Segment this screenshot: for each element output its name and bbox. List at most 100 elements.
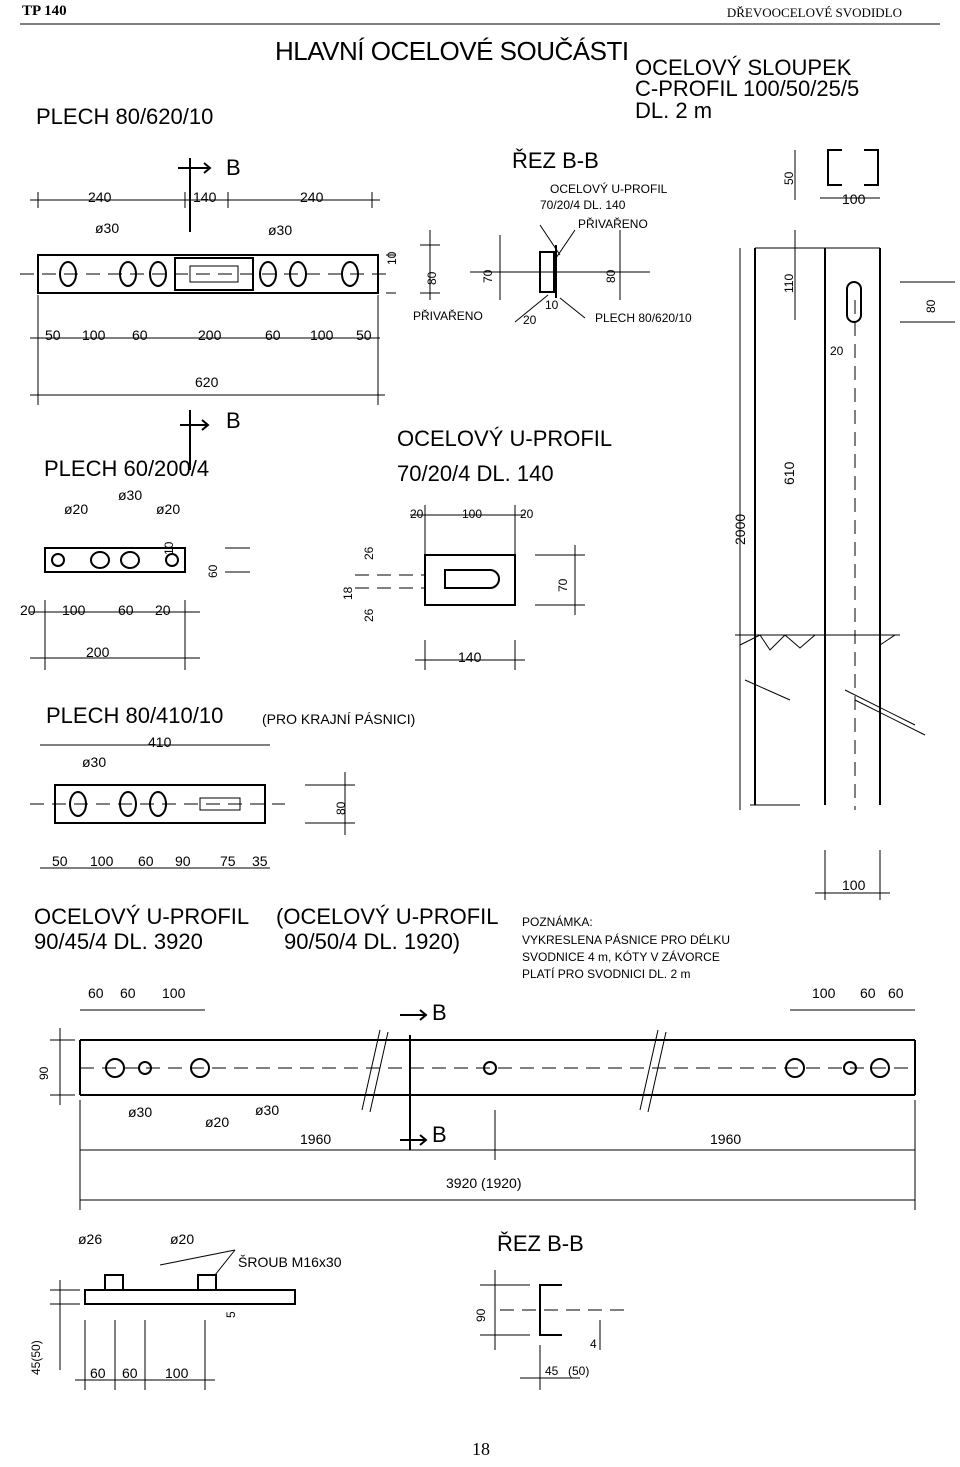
u-profil-90-half: 1960: [300, 1131, 332, 1147]
post-drawing: [735, 149, 955, 900]
u-profil-90-alt-1: (OCELOVÝ U-PROFIL: [276, 904, 499, 929]
main-title: HLAVNÍ OCELOVÉ SOUČÁSTI: [275, 36, 629, 66]
u-profil-90-title-1: OCELOVÝ U-PROFIL: [34, 904, 250, 929]
u-profil-90-dim: 60: [120, 985, 136, 1001]
section-welded: PŘIVAŘENO: [578, 217, 648, 231]
post-dim: 80: [924, 299, 938, 313]
post-title-1: OCELOVÝ SLOUPEK: [635, 55, 852, 80]
post-title-3: DL. 2 m: [635, 98, 713, 123]
u-profil-70-dim: 20: [410, 507, 424, 521]
section-note: 70/20/4 DL. 140: [540, 198, 626, 212]
plate-200-title: PLECH 60/200/4: [44, 456, 210, 481]
plate-620-side: 80: [425, 271, 439, 285]
section-bb-bottom-title: ŘEZ B-B: [497, 1231, 584, 1256]
section-mark: B: [226, 408, 241, 433]
plate-620-dim: 140: [193, 189, 217, 205]
post-dim: 50: [782, 171, 796, 185]
plate-410-dim: 100: [90, 853, 114, 869]
plate-620-dim: 100: [82, 327, 106, 343]
section-bb-bottom-dim: 45: [545, 1364, 559, 1378]
u-profil-90-dim: 60: [860, 985, 876, 1001]
plate-200-side: 60: [206, 564, 220, 578]
post-dim: 100: [842, 191, 866, 207]
note-line: PLATÍ PRO SVODNICI DL. 2 m: [522, 967, 691, 981]
plate-410-side: 80: [334, 801, 348, 815]
plate-410-drawing: [30, 744, 355, 869]
section-bb-bottom-drawing: [480, 1270, 630, 1390]
note-title: POZNÁMKA:: [522, 915, 593, 929]
section-plate-ref: PLECH 80/620/10: [595, 311, 692, 325]
u-profil-90-drawing: [50, 1009, 916, 1210]
post-dim: 100: [842, 877, 866, 893]
plate-410-dim: 75: [220, 853, 236, 869]
plate-410-subtitle: (PRO KRAJNÍ PÁSNICI): [262, 711, 416, 727]
hole-label: ø20: [170, 1231, 195, 1247]
u-profil-70-dim: 18: [341, 586, 355, 600]
u-profil-70-dim: 20: [520, 507, 534, 521]
plate-200-dim: 100: [62, 602, 86, 618]
plate-200-dim: 20: [20, 602, 36, 618]
hole-label: ø26: [78, 1231, 103, 1247]
plate-410-dim: 35: [252, 853, 268, 869]
u-profil-90-alt-2: 90/50/4 DL. 1920): [284, 929, 461, 954]
plate-410-dim: 60: [138, 853, 154, 869]
section-note: OCELOVÝ U-PROFIL: [550, 182, 668, 196]
u-profil-70-dim: 70: [556, 578, 570, 592]
bolt-detail-drawing: [50, 1249, 296, 1390]
plate-410-dim: 90: [175, 853, 191, 869]
plate-620-dim: 240: [88, 189, 112, 205]
plate-200-drawing: [30, 410, 250, 670]
u-profil-70-dim: 100: [462, 507, 483, 521]
plate-200-dim: 60: [118, 602, 134, 618]
section-bb-top-drawing: [420, 224, 650, 323]
u-profil-90-half: 1960: [710, 1131, 742, 1147]
plate-200-side: 10: [162, 541, 176, 555]
u-profil-70-drawing: [355, 505, 585, 670]
section-dim: 10: [545, 298, 559, 312]
hole-label: ø30: [268, 222, 293, 238]
section-dim: 70: [481, 269, 495, 283]
bolt-dim: 100: [165, 1365, 189, 1381]
section-bb-top-title: ŘEZ B-B: [512, 148, 599, 173]
hole-label: ø30: [255, 1102, 280, 1118]
section-dim: 80: [604, 269, 618, 283]
post-dim: 2000: [732, 513, 748, 545]
doc-code: TP 140: [22, 3, 67, 19]
bolt-dim: 5: [224, 1311, 238, 1318]
u-profil-70-title-2: 70/20/4 DL. 140: [397, 461, 554, 486]
u-profil-90-dim: 60: [888, 985, 904, 1001]
section-bb-bottom-dim: 4: [590, 1337, 597, 1351]
plate-620-side: 10: [385, 251, 399, 265]
bolt-dim: 60: [90, 1365, 106, 1381]
hole-label: ø20: [205, 1114, 230, 1130]
plate-620-drawing: [20, 158, 396, 405]
bolt-dim: 45(50): [29, 1340, 43, 1375]
plate-200-total: 200: [86, 644, 110, 660]
plate-200-dim: 20: [155, 602, 171, 618]
plate-620-dim: 60: [265, 327, 281, 343]
u-profil-90-dim: 100: [162, 985, 186, 1001]
u-profil-90-side: 90: [37, 1066, 51, 1080]
plate-620-total: 620: [195, 374, 219, 390]
plate-620-dim: 50: [356, 327, 372, 343]
u-profil-70-title-1: OCELOVÝ U-PROFIL: [397, 426, 613, 451]
note-line: SVODNICE 4 m, KÓTY V ZÁVORCE: [522, 950, 720, 964]
section-welded-left: PŘIVAŘENO: [413, 309, 483, 323]
plate-620-title: PLECH 80/620/10: [36, 104, 214, 129]
u-profil-90-title-2: 90/45/4 DL. 3920: [34, 929, 203, 954]
hole-label: ø30: [82, 754, 107, 770]
u-profil-70-dim: 26: [362, 608, 376, 622]
plate-620-dim: 60: [132, 327, 148, 343]
section-mark: B: [432, 1000, 447, 1025]
plate-620-dim: 100: [310, 327, 334, 343]
plate-410-total: 410: [148, 734, 172, 750]
plate-410-title: PLECH 80/410/10: [46, 703, 224, 728]
post-dim: 110: [782, 273, 796, 293]
hole-label: ø30: [118, 487, 143, 503]
bolt-label: ŠROUB M16x30: [238, 1254, 342, 1270]
hole-label: ø20: [64, 501, 89, 517]
plate-620-dim: 50: [45, 327, 61, 343]
hole-label: ø30: [128, 1104, 153, 1120]
post-dim: 610: [781, 461, 797, 485]
